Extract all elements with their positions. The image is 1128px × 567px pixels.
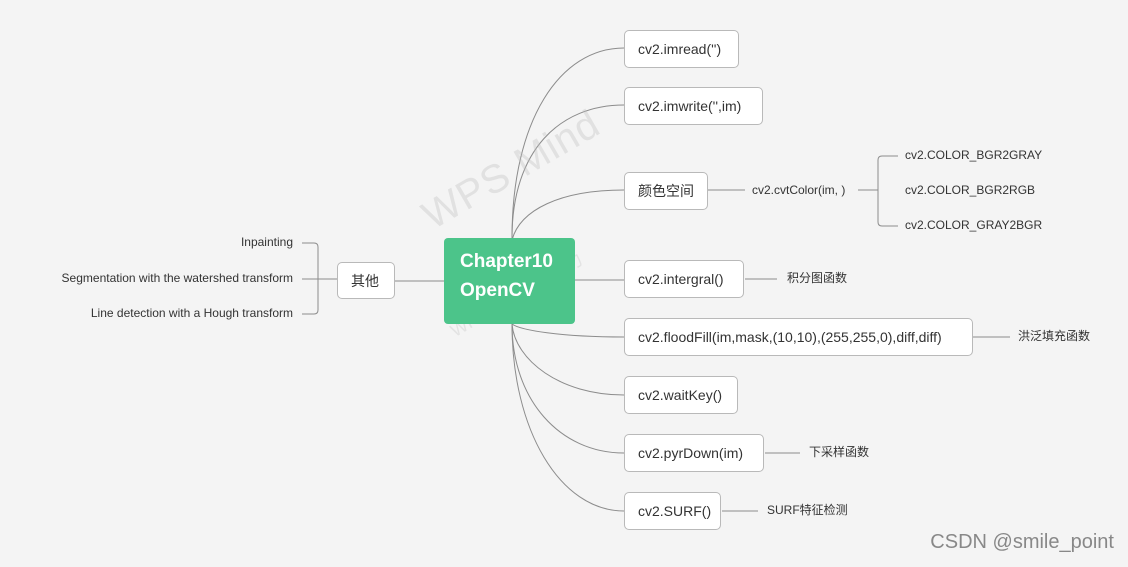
leaf-cvtcolor[interactable]: cv2.cvtColor(im, ): [752, 183, 846, 197]
connector-colorspace: [511, 189, 625, 241]
bracket-color-options: [877, 155, 898, 227]
node-pyrdown[interactable]: cv2.pyrDown(im): [624, 434, 764, 472]
connector-pyrdown: [511, 323, 625, 454]
node-imwrite[interactable]: cv2.imwrite('',im): [624, 87, 763, 125]
node-imread[interactable]: cv2.imread(''): [624, 30, 739, 68]
leaf-hough[interactable]: Line detection with a Hough transform: [90, 306, 293, 320]
leaf-watershed[interactable]: Segmentation with the watershed transfor…: [61, 271, 293, 285]
node-other[interactable]: 其他: [337, 262, 395, 299]
note-floodfill[interactable]: 洪泛填充函数: [1018, 329, 1091, 343]
node-floodfill[interactable]: cv2.floodFill(im,mask,(10,10),(255,255,0…: [624, 318, 973, 356]
root-title-line1: Chapter10: [460, 251, 553, 272]
root-node[interactable]: Chapter10 OpenCV: [444, 238, 575, 324]
leaf-color-gray2bgr[interactable]: cv2.COLOR_GRAY2BGR: [905, 218, 1043, 232]
node-color-space[interactable]: 颜色空间: [624, 172, 708, 210]
connector-imwrite: [511, 104, 625, 239]
connector-imread: [511, 47, 625, 239]
csdn-credit: CSDN @smile_point: [930, 531, 1114, 553]
leaf-color-bgr2gray[interactable]: cv2.COLOR_BGR2GRAY: [905, 148, 1043, 162]
leaf-inpainting[interactable]: Inpainting: [240, 235, 293, 249]
node-intergral[interactable]: cv2.intergral(): [624, 260, 744, 298]
leaf-color-bgr2rgb[interactable]: cv2.COLOR_BGR2RGB: [905, 183, 1036, 197]
connector-waitkey: [511, 323, 625, 396]
node-surf[interactable]: cv2.SURF(): [624, 492, 721, 530]
connector-surf: [511, 323, 625, 512]
note-pyrdown[interactable]: 下采样函数: [809, 445, 870, 459]
root-title-line2: OpenCV: [460, 280, 535, 301]
node-waitkey[interactable]: cv2.waitKey(): [624, 376, 738, 414]
note-intergral[interactable]: 积分图函数: [787, 271, 848, 285]
connector-floodfill: [511, 323, 625, 338]
note-surf[interactable]: SURF特征检测: [767, 503, 848, 517]
